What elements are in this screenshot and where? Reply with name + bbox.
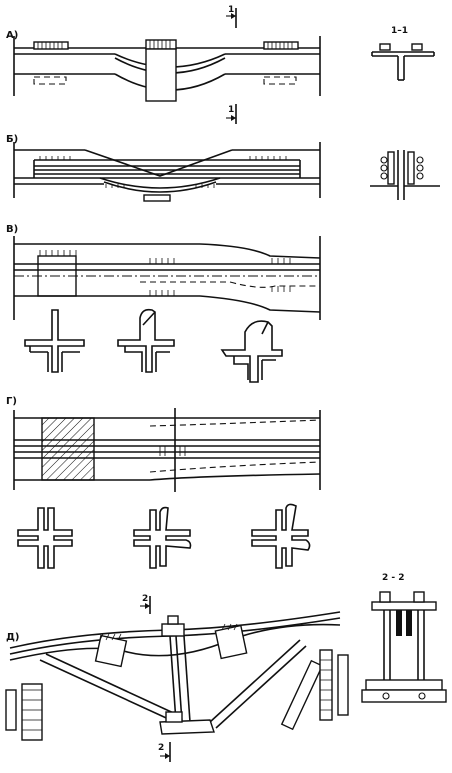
panel-g: Г) [6,396,321,492]
section-2-bottom-label: 2 [158,743,164,753]
cruciform-g3 [251,503,311,569]
cross-section-v2 [117,308,175,373]
panel-d: Д) 2 [5,594,349,762]
cross-section-v1 [24,309,85,373]
panel-v: В) [6,224,321,320]
section-1-1: 1–1 [371,26,435,81]
panel-g-label: Г) [6,396,17,407]
panel-g-sections [17,503,311,569]
panel-a: А) 1 1 [6,5,321,124]
panel-b-label: Б) [6,134,18,145]
panel-d-label: Д) [6,632,19,643]
cruciform-g1 [17,507,73,569]
panel-v-label: В) [6,224,18,235]
panel-a-label: А) [6,30,18,41]
section-1-1-title: 1–1 [391,26,408,36]
section-1-bottom-label: 1 [228,105,234,115]
section-2-top-label: 2 [142,594,148,604]
cruciform-g2 [133,506,192,569]
section-2-2: 2 - 2 [361,573,447,703]
section-2-2-title: 2 - 2 [382,573,405,583]
panel-b: Б) [6,134,321,202]
panel-v-sections [24,308,283,383]
section-b-side [370,150,440,200]
cross-section-v3 [220,320,283,383]
section-1-top-label: 1 [228,5,234,15]
